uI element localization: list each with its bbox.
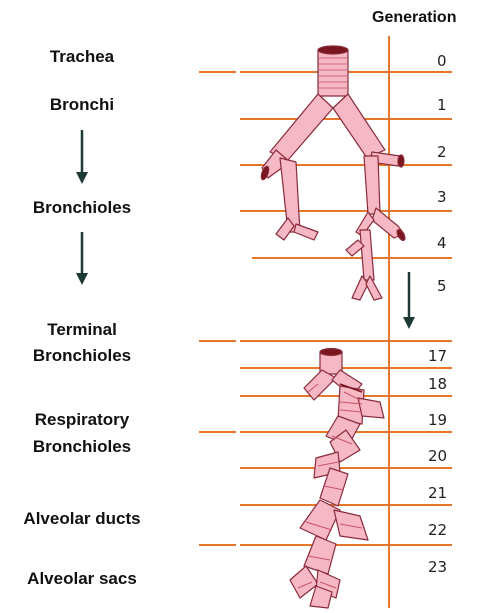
- label-terminal-line2: Bronchioles: [33, 346, 131, 365]
- gen-number: 1: [437, 96, 447, 114]
- conducting-airway-tree: [260, 46, 407, 300]
- gen-number: 3: [437, 188, 447, 206]
- generation-numbers: 0 1 2 3 4 5 17 18 19 20 21 22 23: [428, 52, 447, 576]
- gen-number: 18: [428, 375, 447, 393]
- down-arrow-icon: [76, 130, 88, 184]
- label-alveolar-ducts: Alveolar ducts: [23, 509, 140, 528]
- label-respiratory-line2: Bronchioles: [33, 437, 131, 456]
- label-terminal-line1: Terminal: [47, 320, 117, 339]
- gen-number: 5: [437, 277, 447, 295]
- gen-number: 17: [428, 347, 447, 365]
- gen-number: 23: [428, 558, 447, 576]
- gen-number: 0: [437, 52, 447, 70]
- gen-number: 20: [428, 447, 447, 465]
- gen-number: 2: [437, 143, 447, 161]
- label-alveolar-sacs: Alveolar sacs: [27, 569, 137, 588]
- respiratory-airway-segment: [290, 349, 384, 609]
- gen-number: 4: [437, 234, 447, 252]
- airway-labels: Trachea Bronchi Bronchioles Terminal Bro…: [23, 47, 140, 588]
- label-respiratory-line1: Respiratory: [35, 410, 130, 429]
- gen-number: 21: [428, 484, 447, 502]
- label-bronchi: Bronchi: [50, 95, 114, 114]
- gen-number: 19: [428, 411, 447, 429]
- label-bronchioles: Bronchioles: [33, 198, 131, 217]
- label-trachea: Trachea: [50, 47, 115, 66]
- down-arrow-icon: [76, 232, 88, 285]
- gen-number: 22: [428, 521, 447, 539]
- generation-header: Generation: [372, 9, 456, 26]
- down-arrow-icon: [403, 272, 415, 329]
